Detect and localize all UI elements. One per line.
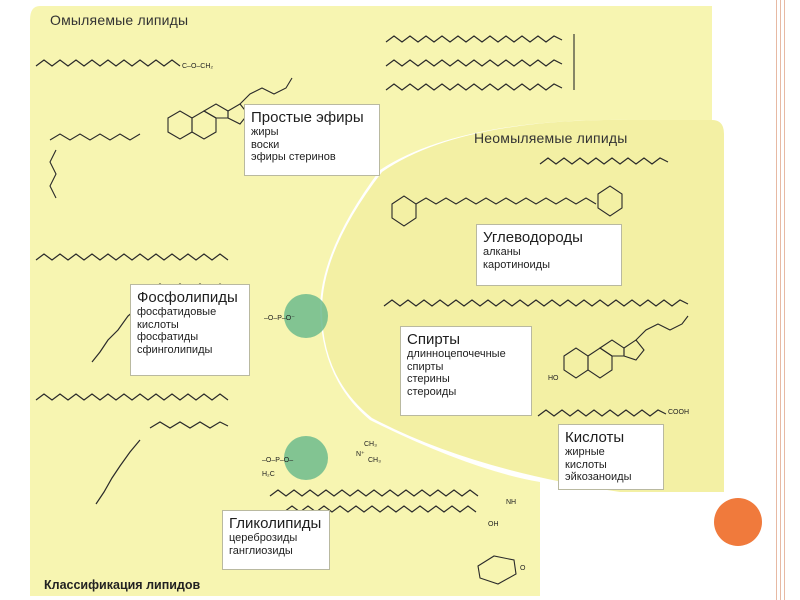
choline-label: N⁺	[356, 451, 365, 458]
figure-caption: Классификация липидов	[44, 578, 201, 592]
phosphate-group-1	[284, 294, 328, 338]
group-box-acids: Кислоты жирные кислоты эйкозаноиды	[558, 424, 664, 490]
sugar-ring	[477, 555, 517, 585]
group-box-phospholipids: Фосфолипиды фосфатидовые кислоты фосфати…	[130, 284, 250, 376]
group-item: длинноцепочечные	[407, 348, 506, 360]
group-item: фосфатидовые	[137, 306, 217, 318]
chain-phospho-kink-2	[95, 439, 141, 505]
group-item: жирные	[565, 446, 605, 458]
group-item: фосфатиды	[137, 331, 199, 343]
phosphate-group-2	[284, 436, 328, 480]
group-title: Простые эфиры	[251, 109, 364, 126]
group-item: эфиры стеринов	[251, 151, 336, 163]
chain-fat-1	[385, 35, 563, 43]
group-title: Кислоты	[565, 429, 625, 446]
group-title: Спирты	[407, 331, 460, 348]
group-item: кислоты	[565, 458, 607, 471]
group-item: цереброзиды	[229, 532, 298, 544]
chain-phospho-4	[149, 421, 229, 429]
group-item: стероиды	[407, 385, 457, 398]
group-box-hydrocarbons: Углеводороды алканы каротиноиды	[476, 224, 622, 286]
group-title: Фосфолипиды	[137, 289, 238, 306]
group-item: алканы	[483, 246, 521, 258]
group-item: спирты	[407, 360, 444, 373]
group-item: каротиноиды	[483, 258, 551, 271]
ho-label: HO	[548, 375, 559, 382]
o-label: O	[520, 565, 526, 572]
group-item: сфинголипиды	[137, 343, 213, 356]
frame-line-2	[780, 0, 781, 600]
alkane-chain	[539, 157, 669, 165]
group-item: воски	[251, 138, 280, 151]
saponifiable-title: Омыляемые липиды	[50, 12, 189, 28]
sterol-ester-structure	[49, 77, 293, 199]
phosphate-label-2: –O–P–O–	[262, 457, 293, 464]
chain-phospho-3	[35, 393, 229, 401]
group-item: ганглиозиды	[229, 544, 293, 557]
ester-link-label: C–O–CH₂	[182, 63, 213, 70]
accent-circle	[714, 498, 762, 546]
group-box-alcohols: Спирты длинноцепочечные спирты стерины с…	[400, 326, 532, 416]
carotenoid-structure	[391, 185, 623, 227]
chain-fat-2	[385, 59, 563, 67]
chain-fat-3	[385, 83, 563, 91]
group-box-simple-esters: Простые эфиры жиры воски эфиры стеринов	[244, 104, 380, 176]
frame-line-1	[776, 0, 777, 600]
group-item: стерины	[407, 373, 450, 385]
frame-line-3	[784, 0, 785, 600]
fatty-acid-chain	[537, 409, 667, 417]
nh-label: NH	[506, 499, 516, 506]
unsaponifiable-title: Неомыляемые липиды	[474, 130, 628, 146]
ch3-label-2: CH₃	[368, 457, 381, 464]
h2c-label: H₂C	[262, 471, 275, 478]
saponifiable-region	[30, 6, 712, 596]
group-item: кислоты	[137, 318, 179, 331]
group-box-glycolipids: Гликолипиды цереброзиды ганглиозиды	[222, 510, 330, 570]
oh-label: OH	[488, 521, 499, 528]
chain-ester-left	[35, 59, 181, 67]
group-title: Гликолипиды	[229, 515, 322, 532]
group-item: жиры	[251, 126, 279, 138]
group-title: Углеводороды	[483, 229, 583, 246]
cooh-label: COOH	[668, 409, 689, 416]
sterol-structure	[563, 315, 689, 379]
phosphate-label-1: –O–P–O⁻	[264, 315, 295, 322]
chain-phospho-1	[35, 253, 229, 261]
ch3-label-1: CH₃	[364, 441, 377, 448]
group-item: эйкозаноиды	[565, 471, 632, 483]
chain-glyco-1	[269, 489, 479, 497]
long-chain-alcohol	[383, 299, 689, 307]
